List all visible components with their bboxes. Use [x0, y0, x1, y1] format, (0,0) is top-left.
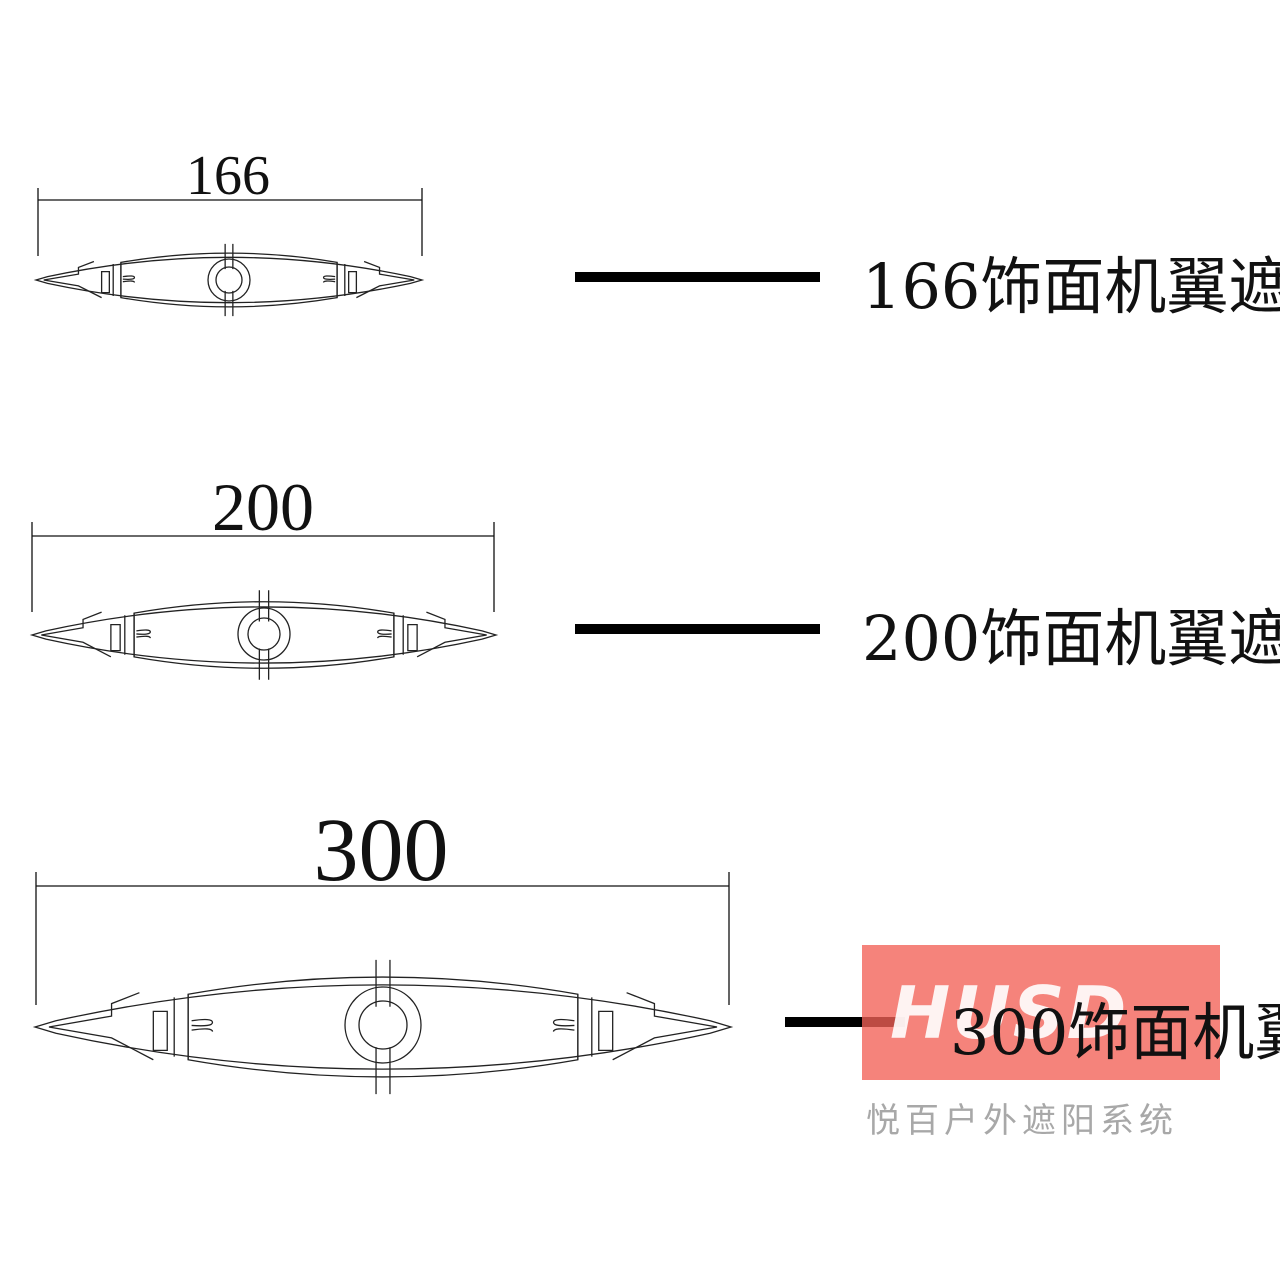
blade-section	[32, 590, 496, 679]
dimension-label: 166	[186, 145, 270, 207]
dimension-label: 300	[314, 801, 449, 900]
blade-section	[35, 960, 731, 1094]
profile-300: 300	[35, 801, 905, 1094]
axle-ring	[207, 258, 251, 302]
axle-bore	[215, 266, 243, 294]
watermark-caption: 悦百户外遮阳系统	[866, 1101, 1178, 1141]
watermark-badge: HUSD	[862, 945, 1220, 1080]
dimension-label: 200	[212, 469, 314, 545]
blade-section	[36, 244, 422, 316]
profile-200: 200	[32, 469, 820, 680]
callout-label-200: 200饰面机翼遮	[862, 602, 1280, 675]
callout-label-300: 300饰面机翼	[950, 996, 1280, 1069]
axle-ring	[344, 986, 422, 1064]
watermark-logo: HUSD	[890, 971, 1129, 1055]
axle-bore	[358, 1000, 408, 1050]
profile-166: 166	[36, 145, 820, 316]
callout-label-166: 166饰面机翼遮	[862, 250, 1280, 323]
axle-bore	[247, 617, 281, 651]
axle-ring	[237, 607, 291, 661]
